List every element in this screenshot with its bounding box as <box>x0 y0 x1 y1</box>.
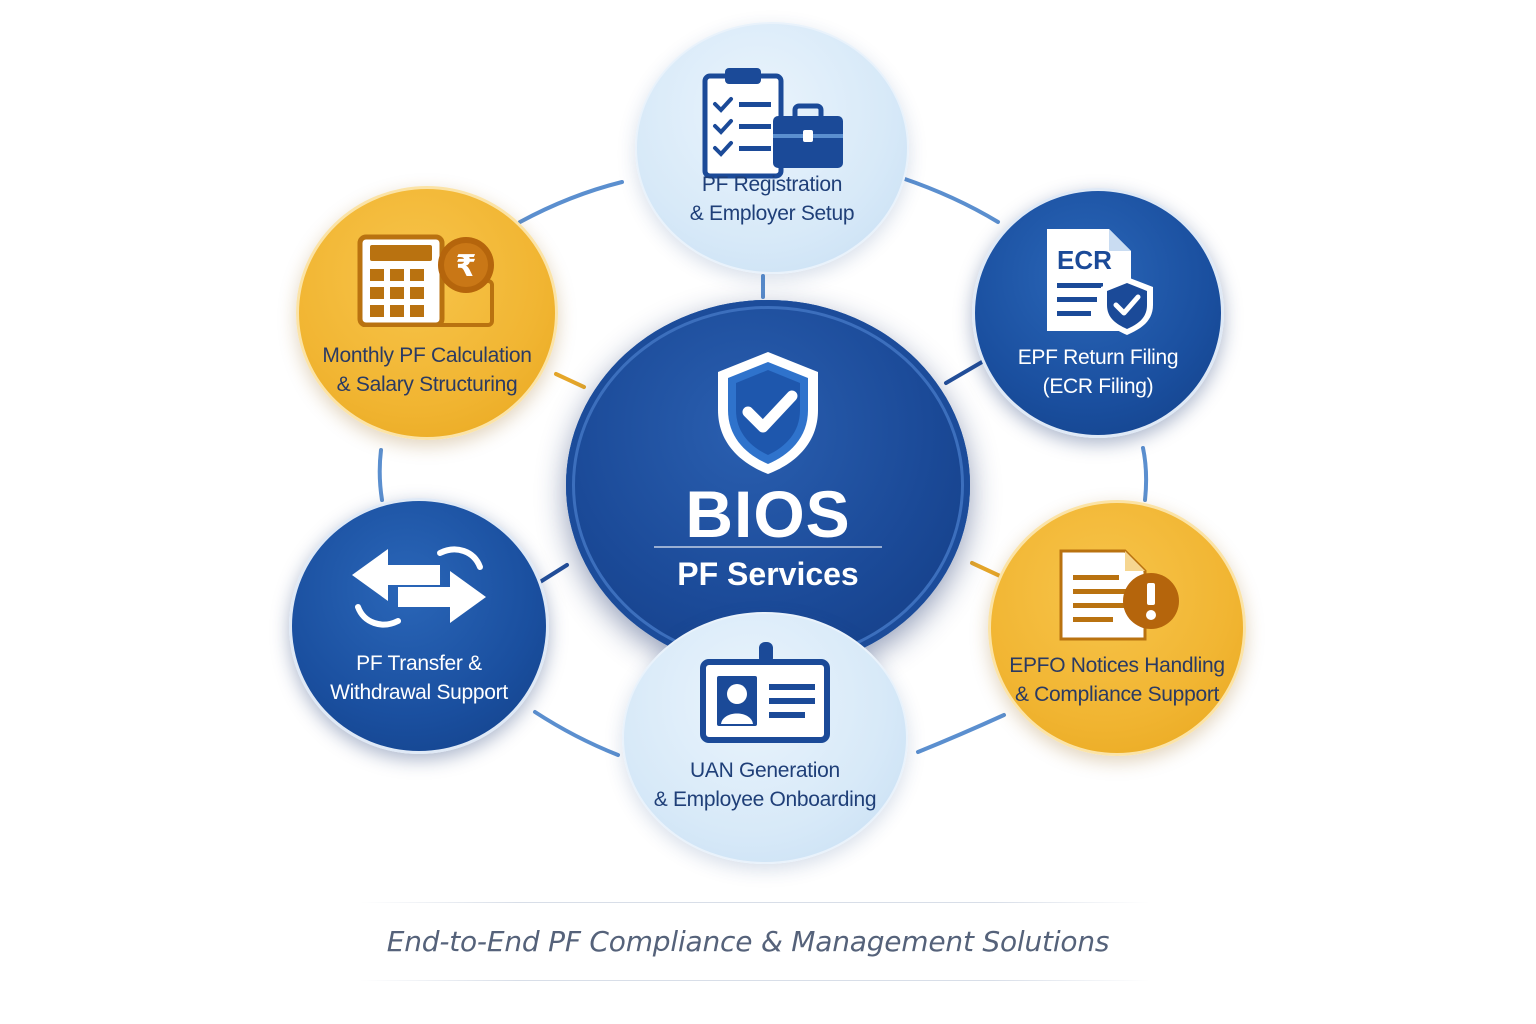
id-badge-icon <box>700 642 830 743</box>
svg-text:ECR: ECR <box>1057 245 1112 275</box>
brand-title: BIOS <box>685 477 851 551</box>
transfer-arrows-icon <box>352 546 486 628</box>
connector-calculation-center <box>554 372 586 389</box>
service-node-calculation[interactable]: ₹ Monthly PF Calculation & Salary Struct… <box>296 186 558 440</box>
connector-calculation-transfer <box>377 448 384 502</box>
connector-registration-calculation <box>518 180 624 224</box>
service-node-uan[interactable]: UAN Generation & Employee Onboarding <box>622 612 908 864</box>
connector-registration-ecr <box>900 176 1000 224</box>
ecr-document-shield-icon: ECR <box>1047 229 1153 335</box>
document-alert-icon <box>1059 549 1179 641</box>
shield-check-icon <box>718 352 818 474</box>
clipboard-briefcase-icon <box>702 68 843 179</box>
brand-divider <box>654 546 882 548</box>
connector-uan-transfer <box>533 710 620 757</box>
tagline: End-to-End PF Compliance & Management So… <box>386 925 1110 958</box>
connector-notices-center <box>970 561 1002 578</box>
calculator-rupee-icon: ₹ <box>357 234 494 327</box>
service-node-registration[interactable]: PF Registration & Employer Setup <box>635 22 909 274</box>
connector-ecr-notices <box>1141 446 1149 502</box>
service-label-notices: EPFO Notices Handling & Compliance Suppo… <box>1009 654 1225 706</box>
service-label-transfer: PF Transfer & Withdrawal Support <box>330 652 508 704</box>
footer-divider-top <box>360 902 1150 903</box>
service-label-registration: PF Registration & Employer Setup <box>689 173 855 225</box>
brand-hub: BIOS PF Services <box>566 300 970 670</box>
service-node-notices[interactable]: EPFO Notices Handling & Compliance Suppo… <box>988 500 1246 756</box>
footer-divider-bottom <box>360 980 1150 981</box>
service-node-transfer[interactable]: PF Transfer & Withdrawal Support <box>289 498 549 754</box>
service-node-ecr[interactable]: ECR EPF Return Filing (ECR Filing) <box>972 188 1224 438</box>
service-label-ecr: EPF Return Filing (ECR Filing) <box>1017 346 1179 398</box>
service-label-calculation: Monthly PF Calculation & Salary Structur… <box>322 344 532 396</box>
svg-text:₹: ₹ <box>456 249 477 284</box>
service-label-uan: UAN Generation & Employee Onboarding <box>653 759 877 811</box>
connector-ecr-center <box>944 360 984 385</box>
connector-notices-uan <box>916 713 1006 754</box>
connector-transfer-center <box>538 563 569 584</box>
brand-subtitle: PF Services <box>677 556 859 592</box>
